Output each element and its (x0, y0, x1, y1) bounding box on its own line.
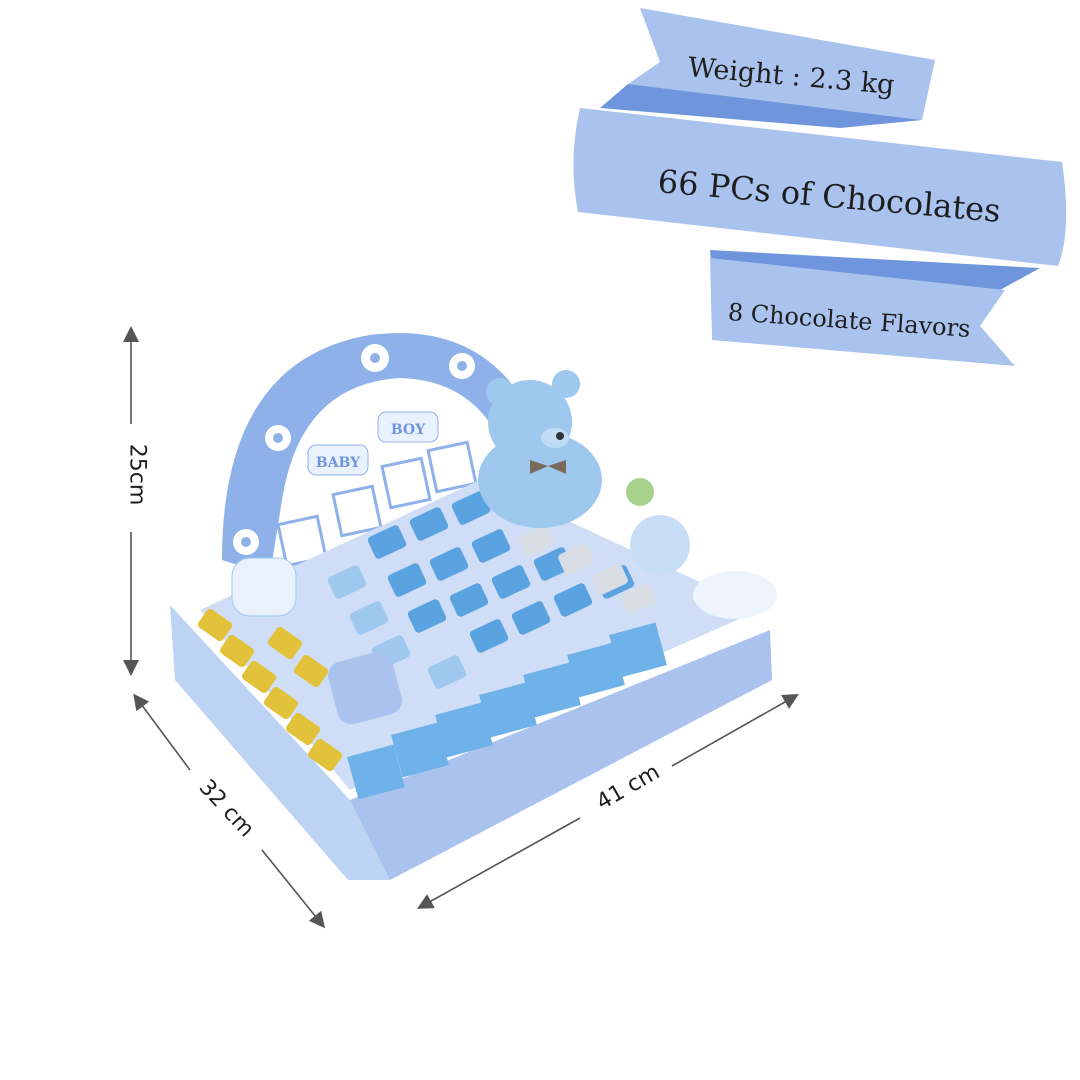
cube-boxes (347, 622, 667, 800)
ribbon-weight (628, 8, 935, 120)
height-dimension: 25cm (124, 443, 150, 506)
choco-g-8 (293, 654, 329, 688)
teddy-bear (478, 370, 602, 528)
dimension-arrows (123, 326, 799, 929)
ribbon-banners (573, 8, 1067, 366)
card-4 (426, 440, 478, 494)
choco-b-3 (451, 491, 491, 525)
bear-snout (541, 428, 569, 448)
flower-centers (241, 353, 467, 547)
choco-b-4 (387, 563, 427, 597)
chocolate-tray: BABY BOY (170, 333, 777, 880)
choco-s-3 (592, 563, 628, 595)
choco-b-1 (367, 525, 407, 559)
sign-boy (377, 411, 439, 443)
sign-baby (307, 444, 369, 476)
choco-g-7 (267, 626, 303, 660)
cube-4 (479, 682, 537, 738)
choco-p-4 (427, 655, 467, 689)
bear-bowtie (530, 460, 566, 474)
width-arrow-right (671, 694, 799, 767)
tray-front-left (170, 605, 390, 880)
tray-front-right (350, 630, 772, 880)
cube-6 (567, 642, 625, 698)
bear-nose (556, 432, 564, 440)
flower-decoration (626, 478, 777, 619)
sign-boy-text: BOY (391, 422, 426, 438)
sign-baby-text: BABY (316, 455, 361, 471)
tray-arch (222, 333, 520, 575)
card-2 (331, 484, 383, 538)
choco-g-3 (241, 660, 277, 694)
deco-flower (630, 515, 690, 575)
choco-g-2 (219, 634, 255, 668)
choco-b-8 (449, 583, 489, 617)
cube-2 (391, 722, 449, 778)
picture-cards (276, 440, 478, 568)
ribbon-bucket (327, 651, 403, 725)
deco-tulle (693, 571, 777, 619)
choco-g-1 (197, 608, 233, 642)
choco-p-2 (349, 601, 389, 635)
width-arrow-left (417, 817, 581, 909)
blue-chocolates (367, 491, 635, 653)
ribbon-fold-bottom (710, 250, 1040, 290)
choco-g-5 (285, 712, 321, 746)
silver-chocolates (518, 525, 656, 615)
gold-chocolates (197, 608, 343, 772)
cube-3 (435, 702, 493, 758)
card-3 (380, 456, 432, 510)
cube-7 (609, 622, 667, 678)
cube-5 (523, 662, 581, 718)
choco-b-13 (553, 583, 593, 617)
choco-p-1 (327, 565, 367, 599)
choco-s-4 (620, 583, 656, 615)
choco-b-5 (429, 547, 469, 581)
flower-center-1 (370, 353, 380, 363)
patterned-chocolates (327, 565, 467, 689)
depth-arrow-bottom (261, 849, 326, 929)
ribbon-fold-top (600, 84, 922, 128)
flower-center-4 (241, 537, 251, 547)
choco-b-11 (469, 619, 509, 653)
ribbon-flavors (710, 258, 1015, 366)
depth-arrow-top (133, 693, 191, 771)
cube-1 (347, 744, 405, 800)
choco-b-12 (511, 601, 551, 635)
flower-center-3 (273, 433, 283, 443)
ribbon-pieces (573, 108, 1067, 266)
bear-ear-right (552, 370, 580, 398)
choco-s-1 (518, 525, 554, 557)
choco-b-7 (407, 599, 447, 633)
choco-g-4 (263, 686, 299, 720)
choco-b-2 (409, 507, 449, 541)
choco-g-6 (307, 738, 343, 772)
choco-b-6 (471, 529, 511, 563)
choco-b-9 (491, 565, 531, 599)
baby-bottle (231, 557, 297, 617)
deco-leaf (626, 478, 654, 506)
flower-center-2 (457, 361, 467, 371)
choco-s-2 (558, 543, 594, 575)
bear-ear-left (486, 378, 514, 406)
